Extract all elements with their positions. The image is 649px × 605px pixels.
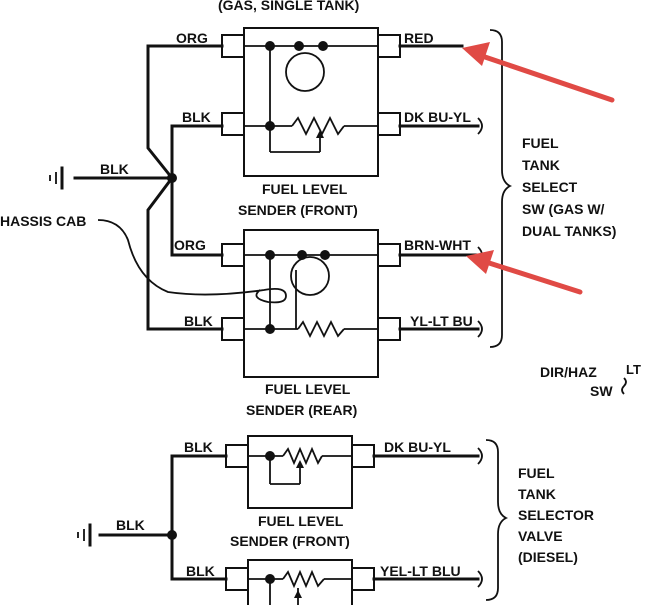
diesel-harness-wires [77,439,509,601]
fuel-level-sender-diesel [225,435,375,605]
diagram-title: (GAS, SINGLE TANK) [218,0,359,13]
dir-haz-label-2: SW [590,383,613,399]
fuel-level-sender-rear [221,229,401,378]
gas-harness-wires [49,29,513,348]
connector-blk-rear [221,317,245,341]
wire-label-org-top: ORG [176,30,208,46]
wire-label-brn-wht: BRN-WHT [404,237,471,253]
fuel-tank-select-label-2: TANK [522,157,560,173]
fuel-tank-select-label-1: FUEL [522,135,559,151]
connector-yelltblu [351,567,375,591]
sender-front-label-1: FUEL LEVEL [262,181,348,197]
wire-label-dkbuyl-top: DK BU-YL [404,109,471,125]
sender-front-body [243,27,379,177]
wire-label-red: RED [404,30,434,46]
wire-label-yelltblu: YEL-LT BLU [380,563,461,579]
connector-ylltbu [377,317,401,341]
fuel-level-sender-front [221,27,401,177]
fuel-tank-select-label-5: DUAL TANKS) [522,223,616,239]
connector-dkbuyl [377,112,401,136]
fuel-selector-label-5: (DIESEL) [518,549,578,565]
wire-label-blk-diesel-ground: BLK [116,517,145,533]
diesel-sender-body-bottom [247,559,353,605]
fuel-selector-label-3: SELECTOR [518,507,594,523]
wire-label-org-mid: ORG [174,237,206,253]
diesel-sender-label-1: FUEL LEVEL [258,513,344,529]
annotation-arrow-red-wire [462,42,615,103]
connector-brn-wht [377,243,401,267]
diesel-sender-label-2: SENDER (FRONT) [230,533,350,549]
connector-blk-diesel-top [225,444,249,468]
fuel-tank-select-label-3: SELECT [522,179,578,195]
wire-label-blk-mid: BLK [184,313,213,329]
wire-label-ylltbu: YL-LT BU [410,313,473,329]
sender-rear-label-1: FUEL LEVEL [265,381,351,397]
wire-label-blk-diesel-top: BLK [184,439,213,455]
connector-org-rear [221,243,245,267]
ground-icon-diesel [77,523,92,547]
ground-icon [49,166,64,190]
dir-haz-label-1: DIR/HAZ [540,364,597,380]
wire-label-blk-ground: BLK [100,161,129,177]
connector-dkbuyl-diesel [351,444,375,468]
fuel-selector-label-1: FUEL [518,465,555,481]
fuel-selector-label-2: TANK [518,486,556,502]
annotation-arrow-brn-wht-wire [466,250,583,295]
sender-rear-label-2: SENDER (REAR) [246,402,357,418]
connector-blk-diesel-bottom [225,567,249,591]
wire-label-dkbuyl-diesel: DK BU-YL [384,439,451,455]
dir-haz-partial-label: LT [626,362,641,377]
connector-org-front [221,34,245,58]
fuel-tank-select-label-4: SW (GAS W/ [522,201,605,217]
wire-label-blk-top: BLK [182,109,211,125]
wire-label-blk-diesel-bottom: BLK [186,563,215,579]
sender-front-label-2: SENDER (FRONT) [238,202,358,218]
connector-red [377,34,401,58]
chassis-cab-label: HASSIS CAB [0,213,86,229]
sender-rear-body [243,229,379,378]
fuel-selector-label-4: VALVE [518,528,563,544]
connector-blk-front [221,112,245,136]
